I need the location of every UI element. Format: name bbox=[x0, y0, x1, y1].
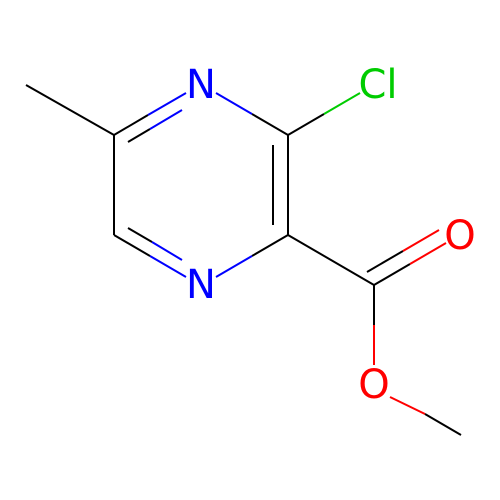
bond-c3-cl-green bbox=[323, 92, 361, 115]
bond-n1-c6 bbox=[113, 234, 151, 257]
bond-c5-n4-blue bbox=[147, 92, 187, 116]
atom-cl: Cl bbox=[358, 62, 397, 108]
bond-oester-methyl-red bbox=[389, 396, 426, 415]
atom-labels: N N Cl O O bbox=[186, 62, 476, 408]
bond-ccarb-o-2-red bbox=[402, 229, 440, 252]
bond-n1-c6-inner-blue bbox=[151, 241, 183, 261]
bond-ccarb-o-2 bbox=[366, 250, 404, 273]
bond-n4-c3 bbox=[251, 113, 289, 136]
bond-n1-c6-inner bbox=[127, 227, 153, 243]
bond-c2-n1 bbox=[251, 234, 289, 257]
bond-n4-c3-blue bbox=[215, 92, 253, 115]
bonds bbox=[25, 84, 462, 436]
bond-c5-n4 bbox=[113, 114, 149, 136]
atom-o-carbonyl: O bbox=[444, 213, 475, 259]
bond-methyl-c5 bbox=[25, 84, 115, 136]
bond-c2-n1-blue bbox=[215, 255, 253, 278]
atom-o-ester: O bbox=[358, 362, 389, 408]
bond-c5-n4-inner bbox=[127, 128, 151, 143]
bond-c2-ccarb bbox=[287, 234, 375, 286]
bond-ccarb-o bbox=[373, 263, 411, 286]
bond-n1-c6-blue bbox=[149, 255, 187, 278]
bond-oester-methyl bbox=[424, 413, 462, 436]
atom-n-top: N bbox=[186, 62, 216, 108]
bond-c5-n4-inner-blue bbox=[149, 109, 183, 130]
bond-c3-cl bbox=[287, 113, 325, 136]
atom-n-bottom: N bbox=[186, 262, 216, 308]
bond-ccarb-o-red bbox=[409, 242, 447, 265]
